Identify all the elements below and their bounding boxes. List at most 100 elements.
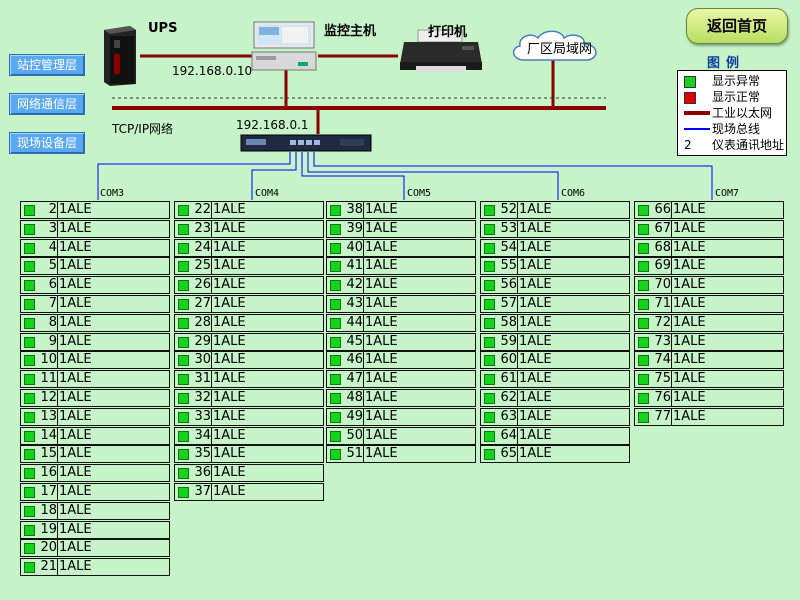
device-address: 27	[194, 296, 211, 311]
cell-divider	[671, 371, 672, 388]
status-indicator-icon	[638, 393, 649, 404]
status-indicator-icon	[178, 393, 189, 404]
status-indicator-icon	[484, 205, 495, 216]
cell-divider	[671, 296, 672, 312]
layer-field-device[interactable]: 现场设备层	[9, 132, 85, 154]
device-name: 1ALE	[673, 352, 706, 368]
cell-divider	[57, 484, 58, 500]
cell-divider	[517, 408, 518, 425]
status-indicator-icon	[24, 393, 35, 404]
back-home-button[interactable]: 返回首页	[686, 8, 788, 44]
status-indicator-icon	[178, 449, 189, 461]
device-name: 1ALE	[59, 371, 92, 387]
monitor-host-icon[interactable]	[250, 20, 320, 72]
cell-divider	[517, 220, 518, 237]
fieldbus-lines	[97, 152, 713, 200]
device-address: 17	[40, 484, 57, 499]
status-indicator-icon	[178, 205, 189, 216]
switch-icon[interactable]	[240, 133, 372, 153]
printer-icon[interactable]	[398, 28, 484, 74]
layer-network-communication[interactable]: 网络通信层	[9, 93, 85, 115]
status-indicator-icon	[330, 449, 341, 461]
layer-station-control[interactable]: 站控管理层	[9, 54, 85, 76]
